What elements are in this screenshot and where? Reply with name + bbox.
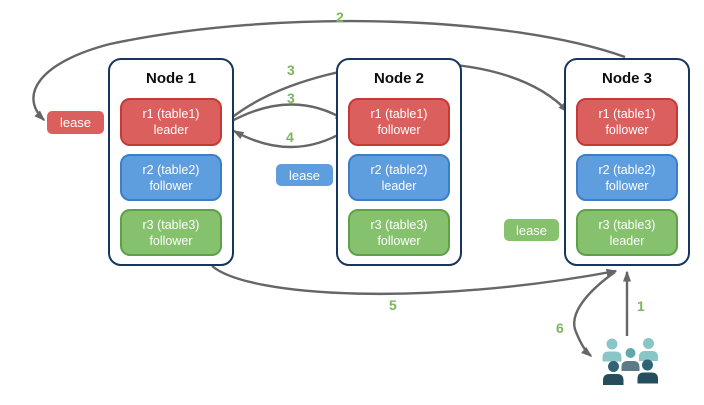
node-title: Node 2 (373, 70, 424, 87)
replica-role: leader (153, 123, 189, 137)
lease-badge-red: lease (47, 111, 104, 134)
user-body (637, 372, 658, 384)
replica-label: r1 (table1) (598, 107, 656, 121)
user-body (603, 374, 624, 385)
arrow-step-5-node1-to-node3 (211, 265, 618, 296)
user-head (608, 361, 619, 372)
replica-node2-r2: r2 (table2) leader (348, 154, 450, 201)
arrow-step-3-node1-to-node2 (229, 103, 347, 124)
replica-node2-r1: r1 (table1) follower (348, 98, 450, 146)
step-label-6: 6 (556, 320, 564, 336)
replica-label: r2 (table2) (142, 162, 200, 177)
replica-label: r3 (table3) (598, 217, 656, 232)
step-label-2: 2 (336, 9, 344, 25)
replica-label: r1 (table1) (370, 107, 428, 121)
replica-node1-r2: r2 (table2) follower (120, 154, 222, 201)
node-3: Node 3 r1 (table1) follower r2 (table2) … (564, 58, 690, 266)
replica-label: r2 (table2) (370, 162, 428, 177)
lease-badge-blue: lease (276, 164, 333, 186)
user-body (621, 361, 640, 371)
user-body (639, 351, 658, 361)
replica-role: follower (149, 178, 193, 193)
replica-label: r3 (table3) (370, 217, 428, 232)
node-1: Node 1 r1 (table1) leader r2 (table2) fo… (108, 58, 234, 266)
replica-node2-r3: r3 (table3) follower (348, 209, 450, 256)
replica-label: r1 (table1) (142, 107, 200, 121)
replica-label: r3 (table3) (142, 217, 200, 232)
user-head (643, 338, 654, 349)
user-head (642, 359, 653, 371)
user-head (625, 348, 636, 358)
node-2: Node 2 r1 (table1) follower r2 (table2) … (336, 58, 462, 266)
users-icon (602, 338, 658, 385)
step-label-4: 4 (286, 129, 294, 145)
step-label-3a: 3 (287, 62, 295, 78)
replica-node1-r3: r3 (table3) follower (120, 209, 222, 256)
step-label-5: 5 (389, 297, 397, 313)
node-title: Node 1 (145, 70, 196, 87)
replica-role: follower (605, 178, 649, 193)
user-body (602, 351, 622, 362)
arrow-step-4-node2-to-node1 (232, 129, 346, 149)
replica-node3-r3: r3 (table3) leader (576, 209, 678, 256)
arrow-step-2-node3-to-red-lease (32, 19, 626, 122)
user-head (606, 338, 618, 350)
lease-badge-green: lease (504, 219, 559, 241)
replica-role: follower (377, 123, 421, 137)
replica-node1-r1: r1 (table1) leader (120, 98, 222, 146)
replica-role: follower (149, 233, 193, 248)
replica-role: follower (605, 123, 649, 137)
node-title: Node 3 (601, 70, 652, 87)
replica-node3-r2: r2 (table2) follower (576, 154, 678, 201)
arrow-step-6-node3-to-clients (573, 271, 616, 357)
replica-label: r2 (table2) (598, 162, 656, 177)
replica-role: follower (377, 233, 421, 248)
replica-role: leader (381, 178, 417, 193)
step-label-3b: 3 (287, 90, 295, 106)
step-label-1: 1 (637, 298, 645, 314)
replica-node3-r1: r1 (table1) follower (576, 98, 678, 146)
replica-role: leader (609, 233, 645, 248)
